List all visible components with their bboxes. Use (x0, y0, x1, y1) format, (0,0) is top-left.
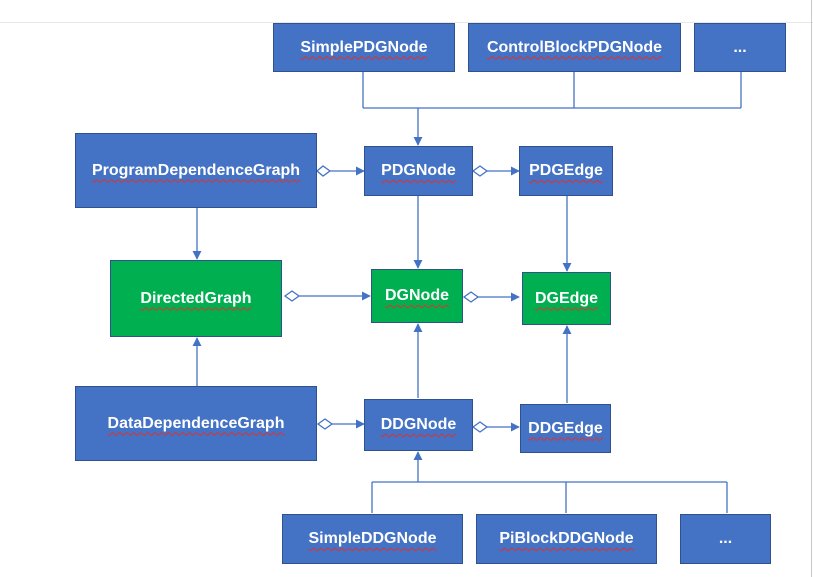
node-program-dependence-graph: ProgramDependenceGraph (75, 133, 317, 208)
diamond-dgnode-dgedge (462, 291, 480, 303)
node-pdg-node: PDGNode (364, 146, 473, 196)
diamond-ddg-ddgnode (316, 418, 334, 430)
node-pi-block-ddg-node: PiBlockDDGNode (476, 514, 657, 564)
node-simple-pdg-node-label: SimplePDGNode (300, 38, 428, 56)
diamond-directedgraph-dgnode (283, 290, 301, 302)
node-simple-ddg-node: SimpleDDGNode (282, 514, 463, 564)
diamond-pdgnode-pdgedge (471, 165, 489, 177)
node-ddg-edge-label: DDGEdge (528, 419, 603, 437)
node-dg-node: DGNode (371, 269, 463, 323)
node-pdg-node-label: PDGNode (381, 162, 456, 179)
node-program-dependence-graph-label: ProgramDependenceGraph (91, 161, 301, 179)
node-pdg-edge: PDGEdge (519, 146, 613, 196)
node-control-block-pdg-node-label: ControlBlockPDGNode (486, 38, 663, 56)
node-pi-block-ddg-node-label: PiBlockDDGNode (499, 530, 634, 547)
node-simple-pdg-node: SimplePDGNode (273, 23, 455, 72)
right-divider (811, 0, 812, 577)
node-more-pdg-nodes-label: ... (733, 38, 747, 56)
diamond-ddgnode-ddgedge (471, 421, 489, 433)
node-data-dependence-graph: DataDependenceGraph (75, 386, 317, 461)
top-divider (0, 22, 813, 23)
node-control-block-pdg-node: ControlBlockPDGNode (468, 23, 681, 72)
node-directed-graph-label: DirectedGraph (140, 289, 252, 307)
node-more-ddg-nodes-label: ... (718, 530, 733, 547)
node-more-pdg-nodes: ... (694, 23, 786, 72)
diamond-pdg-pdgnode (315, 165, 332, 177)
node-dg-edge: DGEdge (522, 272, 611, 325)
node-simple-ddg-node-label: SimpleDDGNode (308, 530, 437, 547)
node-ddg-node: DDGNode (364, 399, 473, 451)
node-dg-edge-label: DGEdge (534, 289, 599, 307)
node-ddg-node-label: DDGNode (380, 416, 457, 433)
node-pdg-edge-label: PDGEdge (529, 162, 603, 179)
node-dg-node-label: DGNode (385, 287, 449, 304)
node-directed-graph: DirectedGraph (110, 260, 282, 337)
node-more-ddg-nodes: ... (680, 514, 771, 564)
node-ddg-edge: DDGEdge (520, 404, 611, 453)
node-data-dependence-graph-label: DataDependenceGraph (107, 414, 285, 432)
